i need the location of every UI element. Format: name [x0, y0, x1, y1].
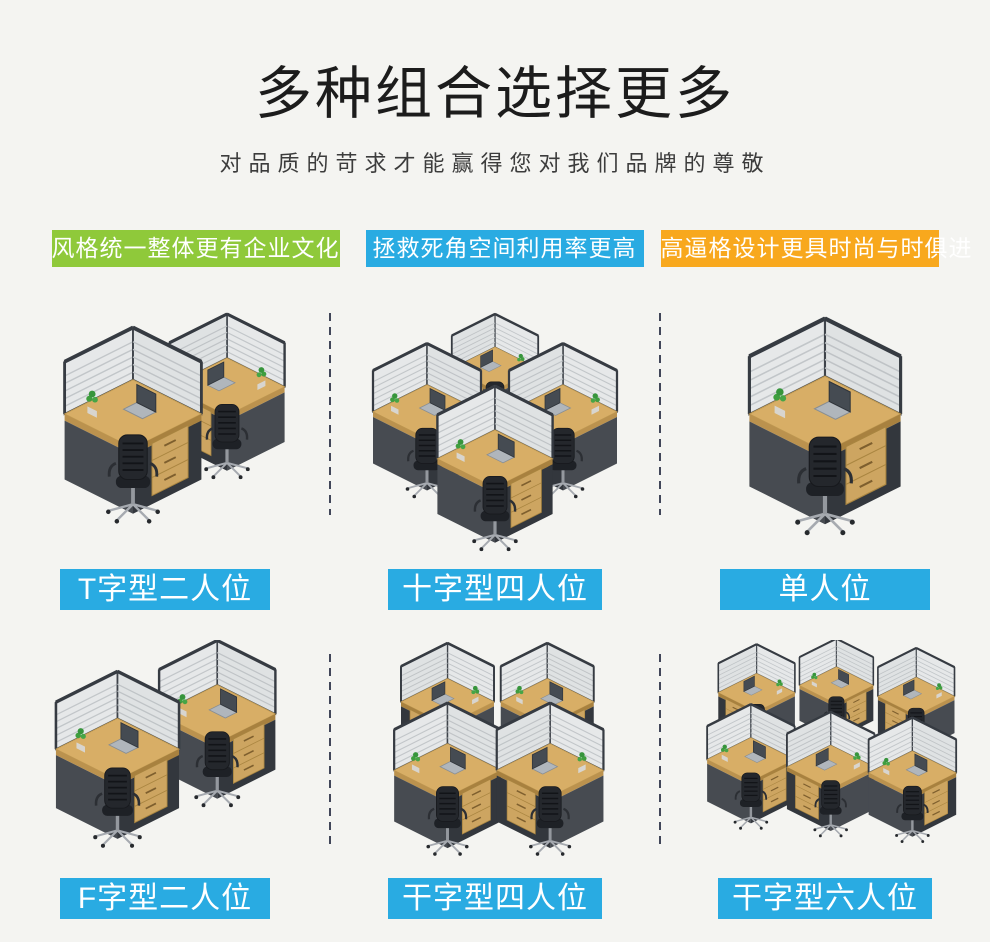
drawer-cabinet	[846, 691, 867, 730]
workstation-photo-gan-4seat	[345, 640, 645, 868]
workstation-unit	[747, 316, 903, 536]
plant-icon	[455, 439, 466, 462]
laptop-icon	[540, 681, 564, 706]
plant-icon	[411, 752, 421, 774]
laptop-icon	[813, 380, 852, 420]
product-cell: 十字型四人位	[330, 309, 660, 610]
workstation-unit	[157, 640, 277, 808]
workstation-photo-f-2seat	[15, 640, 315, 868]
plant-icon	[882, 757, 890, 776]
office-chair	[895, 785, 930, 844]
laptop-icon	[905, 753, 928, 777]
workstation-illustration	[747, 316, 903, 536]
office-chair	[194, 731, 241, 808]
product-label: 干字型六人位	[718, 878, 932, 919]
workstation-photo-t-2seat	[15, 309, 315, 559]
workstation-unit	[393, 701, 502, 856]
feature-banner-blue: 拯救死角空间利用率更高	[365, 230, 644, 267]
feature-banner-orange: 高逼格设计更具时尚与时俱进	[660, 230, 972, 267]
laptop-icon	[122, 383, 157, 420]
laptop-icon	[544, 387, 572, 416]
workstation-illustration	[371, 312, 619, 552]
product-cell: T字型二人位	[0, 309, 330, 610]
product-cell: F字型二人位	[0, 640, 330, 919]
office-chair	[472, 476, 518, 552]
laptop-icon	[479, 349, 502, 372]
drawer-cabinet	[924, 779, 948, 826]
laptop-icon	[830, 669, 850, 689]
plant-icon	[577, 752, 587, 774]
product-label: 干字型四人位	[388, 878, 602, 919]
column-divider	[329, 654, 331, 850]
product-row-2: F字型二人位	[0, 640, 990, 919]
plant-icon	[390, 393, 400, 415]
plant-icon	[86, 390, 98, 418]
office-chair	[93, 767, 142, 848]
drawer-cabinet	[510, 467, 542, 529]
page-subtitle: 对品质的苛求才能赢得您对我们品牌的尊敬	[219, 151, 771, 176]
plant-icon	[471, 685, 480, 705]
product-label: 单人位	[720, 569, 930, 610]
laptop-icon	[902, 679, 923, 700]
workstation-photo-single	[675, 309, 975, 559]
column-divider	[659, 654, 661, 850]
plant-icon	[935, 683, 943, 699]
workstation-photo-cross-4seat	[345, 309, 645, 559]
workstation-unit	[786, 710, 876, 838]
column-divider	[659, 313, 661, 515]
plant-icon	[720, 744, 729, 762]
plant-icon	[776, 679, 783, 695]
column-divider	[329, 313, 331, 515]
laptop-icon	[815, 747, 838, 771]
workstation-illustration	[63, 312, 286, 524]
office-chair	[541, 427, 585, 499]
laptop-icon	[107, 721, 139, 754]
plant-icon	[256, 367, 267, 390]
office-chair	[795, 436, 855, 536]
office-chair	[529, 786, 572, 856]
office-chair	[106, 434, 160, 524]
workstation-unit	[495, 701, 605, 856]
plant-icon	[590, 393, 600, 415]
office-chair	[204, 404, 250, 480]
office-chair	[733, 772, 769, 830]
laptop-icon	[208, 688, 238, 719]
laptop-icon	[206, 361, 236, 392]
product-label: T字型二人位	[60, 569, 270, 610]
feature-banner-green: 风格统一整体更有企业文化	[51, 230, 340, 267]
laptop-icon	[531, 746, 559, 775]
office-chair	[813, 780, 848, 838]
laptop-icon	[744, 740, 767, 763]
workstation-unit	[54, 669, 181, 848]
workstation-photo-gan-6seat	[675, 640, 975, 868]
plant-icon	[853, 752, 861, 770]
laptop-icon	[743, 675, 763, 696]
plant-icon	[811, 672, 818, 688]
workstation-illustration	[706, 640, 958, 844]
product-label: F字型二人位	[60, 878, 270, 919]
page-title: 多种组合选择更多	[255, 62, 735, 126]
workstation-illustration	[393, 641, 605, 856]
drawer-cabinet	[762, 766, 787, 813]
plant-icon	[75, 728, 86, 753]
product-label: 十字型四人位	[388, 569, 602, 610]
product-cell: 干字型四人位	[330, 640, 660, 919]
product-cell: 干字型六人位	[660, 640, 990, 919]
workstation-unit	[63, 325, 203, 524]
laptop-icon	[439, 746, 467, 775]
feature-banners: 风格统一整体更有企业文化 拯救死角空间利用率更高 高逼格设计更具时尚与时俱进	[0, 230, 990, 267]
drawer-cabinet	[232, 722, 265, 785]
drawer-cabinet	[461, 778, 491, 835]
plant-icon	[515, 685, 524, 705]
workstation-unit	[867, 716, 958, 844]
workstation-unit	[706, 703, 796, 830]
product-cell: 单人位	[660, 309, 990, 610]
office-chair	[426, 786, 469, 856]
workstation-illustration	[54, 640, 277, 848]
workstation-unit	[436, 384, 554, 552]
laptop-icon	[486, 433, 516, 464]
plant-icon	[773, 388, 787, 419]
product-row-1: T字型二人位	[0, 309, 990, 610]
